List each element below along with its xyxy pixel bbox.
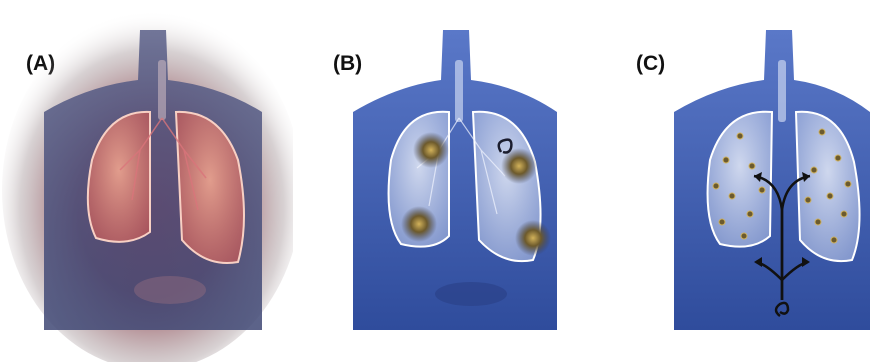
abdomen-shadow: [134, 276, 206, 304]
lesion: [413, 132, 449, 168]
lesion: [401, 206, 437, 242]
panel-c-illustration: [586, 0, 879, 362]
panel-b: (B): [293, 0, 586, 362]
panel-a: (A): [0, 0, 293, 362]
trachea: [778, 60, 786, 122]
trachea: [158, 60, 166, 120]
panel-b-illustration: [293, 0, 586, 362]
abdomen-shadow: [435, 282, 507, 306]
lesion: [515, 220, 551, 256]
panel-c: (C): [586, 0, 879, 362]
trachea: [455, 60, 463, 122]
panel-a-illustration: [0, 0, 293, 362]
